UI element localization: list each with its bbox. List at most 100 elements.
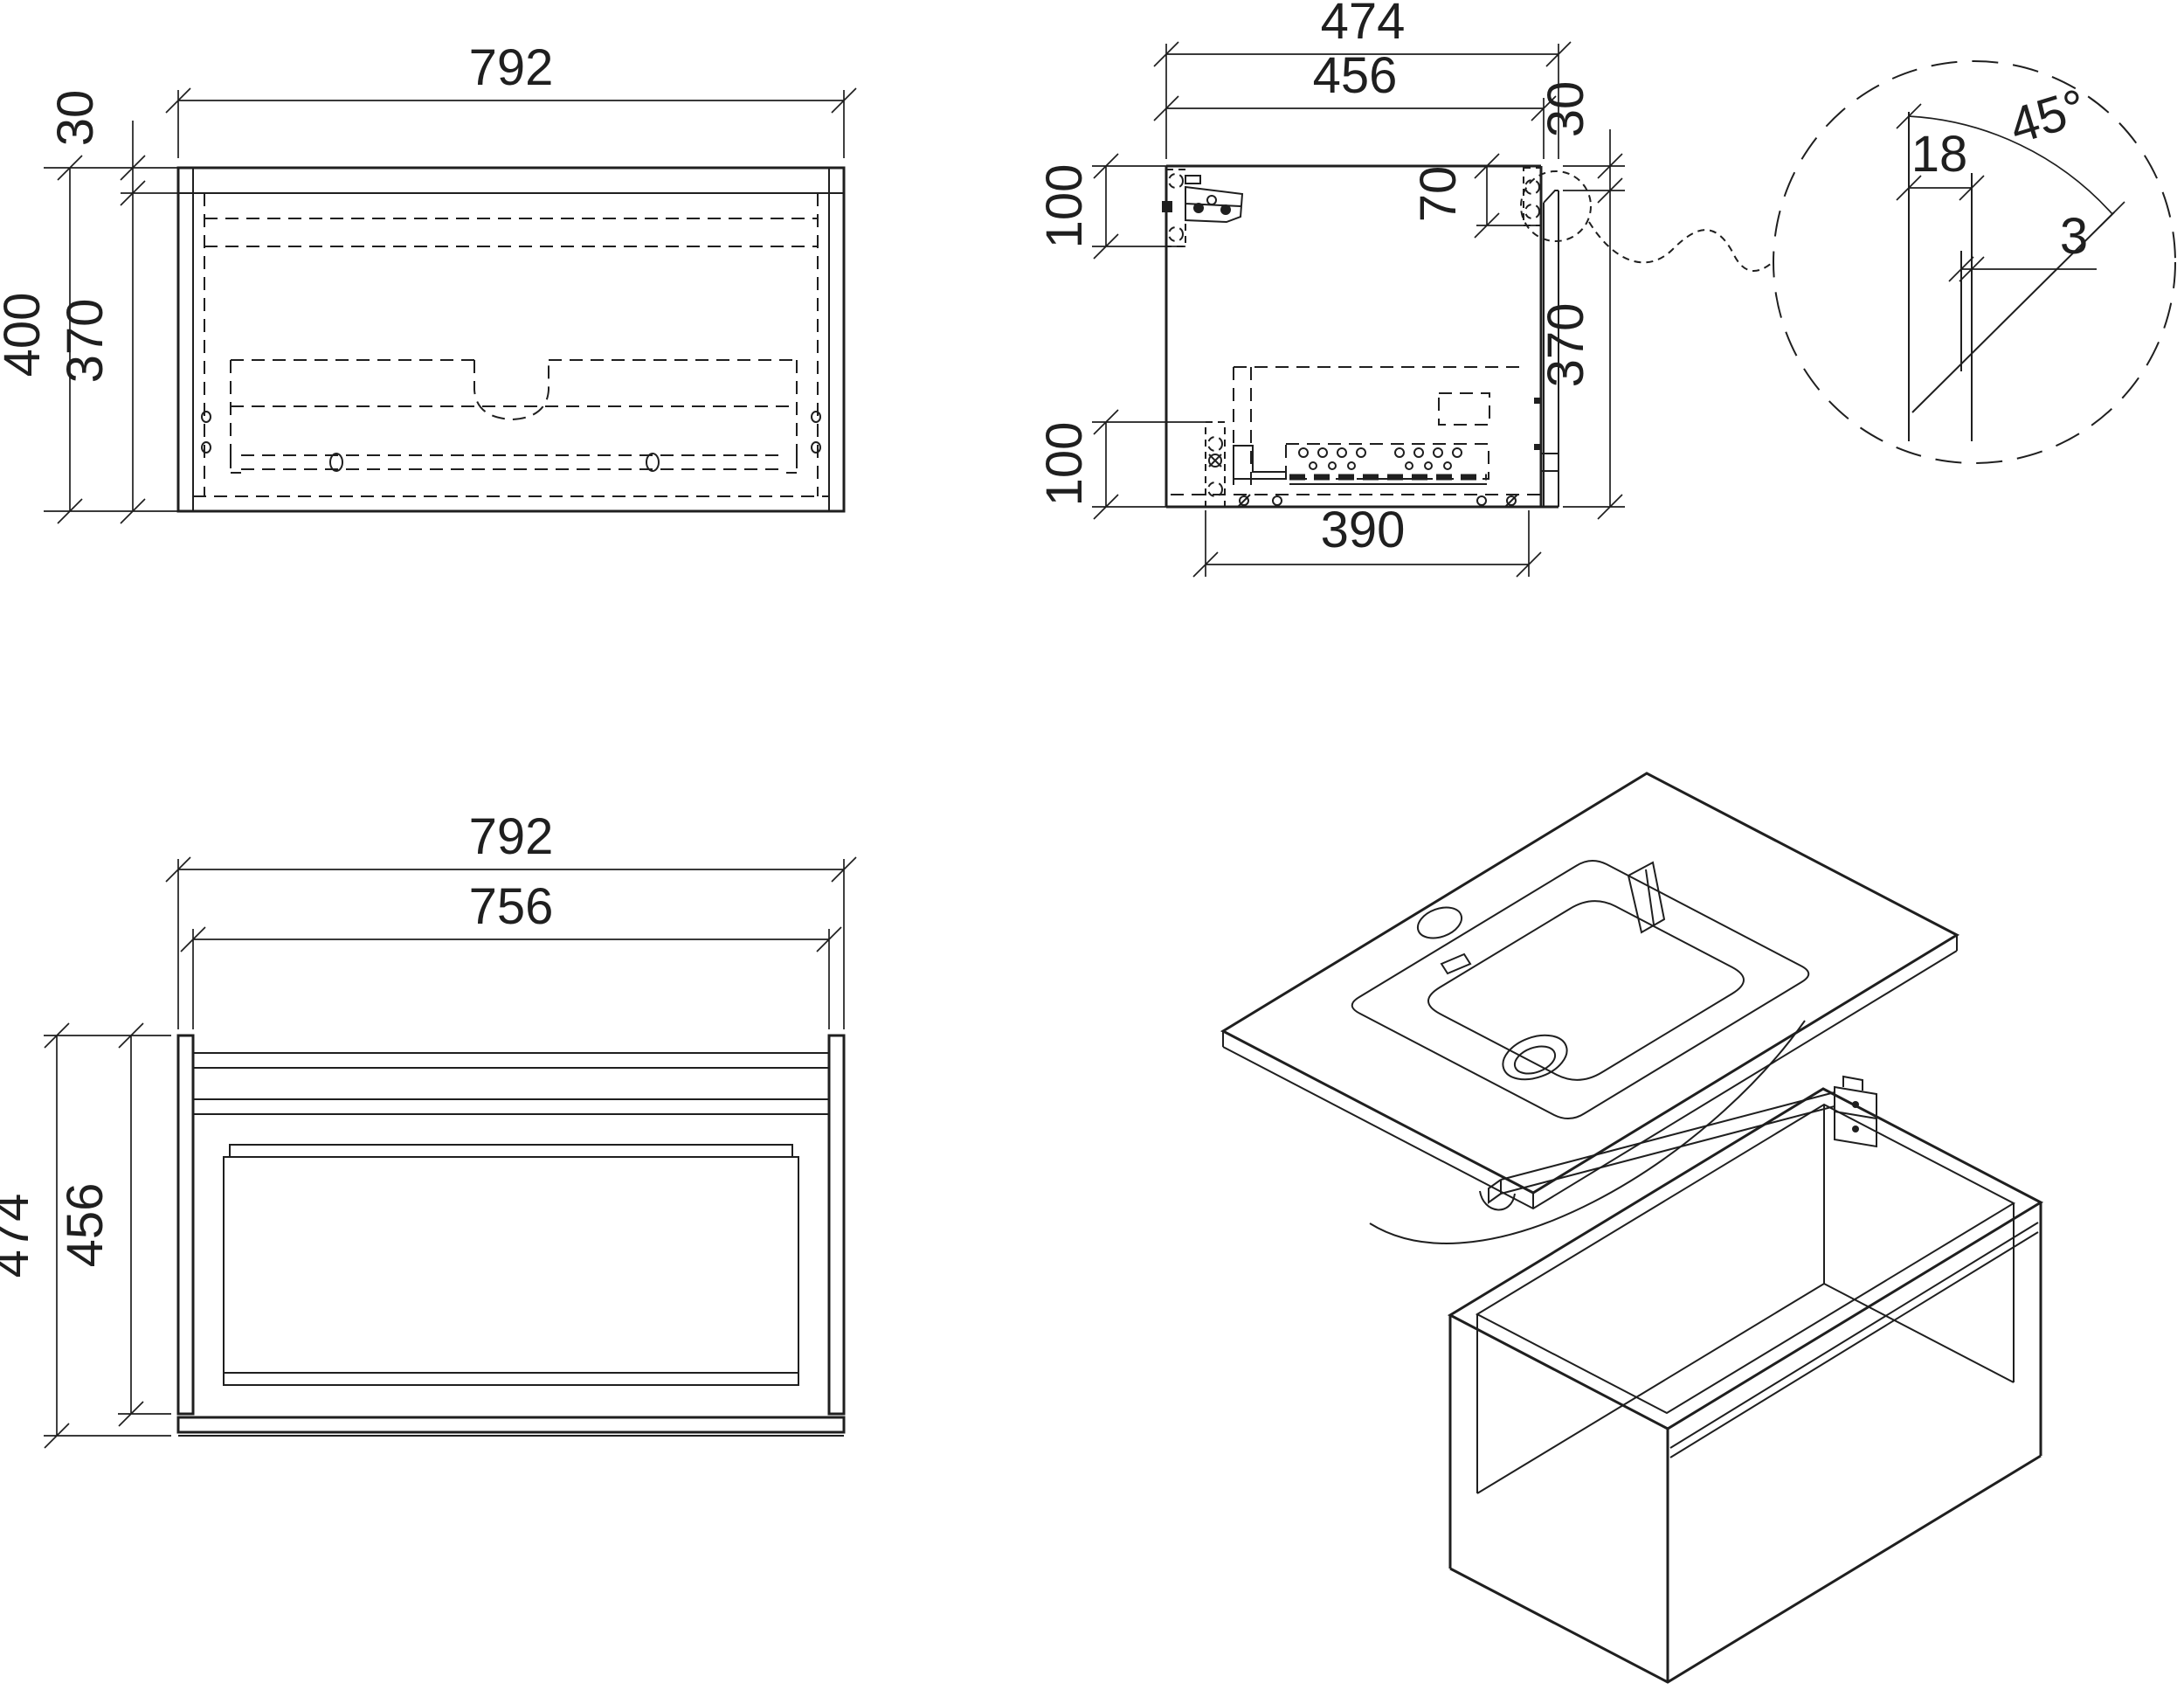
side-bracket-hole-top [1168,173,1184,189]
front-width-label: 792 [469,39,554,96]
side-back-top-label: 100 [1036,164,1093,249]
iso-view [1220,772,2044,1684]
side-rail-mount-hidden [1205,421,1226,508]
side-view: 474 456 30 70 100 100 370 390 [1036,0,1773,578]
front-height-label: 400 [0,293,51,377]
detail-callout-circle [1520,170,1592,242]
side-hanger-bracket [1185,175,1244,224]
side-mount-hole-1 [1207,436,1223,452]
plan-drawer-box [223,1156,799,1386]
detail-angle-arc [1896,103,2125,227]
side-bracket-hole-bottom [1168,226,1184,242]
iso-wall-rail [1488,1091,1835,1204]
detail-angle-label: 45° [2003,78,2093,155]
iso-cabinet-inner-rim [1475,1103,2016,1415]
detail-view: 45° 18 3 [1773,60,2176,464]
plan-front-panel [176,1416,846,1434]
front-fixing-holes [201,411,822,454]
front-view: 792 30 400 370 [0,39,857,524]
side-front-height-label: 370 [1538,303,1594,388]
side-rail-length-label: 390 [1321,502,1406,558]
iso-faucet-boss [1627,861,1666,934]
side-dim-back-bottom [1092,409,1206,520]
side-dim-depth-carcass [1153,95,1557,159]
side-panel-clip-1 [1534,398,1541,404]
plan-side-panel-right [827,1034,846,1416]
iso-drain-inner [1513,1045,1557,1075]
side-bottom-screws [1237,494,1518,508]
detail-leader-squiggle [1588,221,1773,272]
side-dim-back-top [1092,153,1185,260]
front-dim-heights [44,121,193,524]
detail-thickness-label: 18 [1911,126,1968,183]
side-rail-bracket [1233,445,1487,485]
iso-drain-outer [1502,1034,1568,1081]
plan-depth-label: 474 [0,1194,39,1278]
front-drawer-rail-hidden [230,405,798,474]
iso-drawer-front-gap [1669,1222,2039,1458]
detail-flat-label: 3 [2060,208,2088,265]
side-depth-total-label: 474 [1321,0,1406,50]
front-rail-slot-left [329,453,343,472]
side-dowel-hidden [1438,392,1490,426]
front-dim-width [165,87,857,158]
side-carcass-outline [1165,164,1559,509]
plan-dim-width [165,856,857,1029]
plan-inner-width-label: 756 [469,878,554,935]
front-cabinet-outline [176,166,846,513]
side-hanger-screw-2 [1220,204,1231,215]
iso-basin-underside [1369,1020,1806,1244]
side-hanger-screw-1 [1193,203,1204,213]
plan-dim-side-depth [118,1022,171,1427]
side-back-bottom-label: 100 [1036,422,1093,507]
iso-cabinet-interior [1476,1105,2015,1494]
plan-width-label: 792 [469,808,554,865]
side-rail-holes-row1 [1298,447,1463,458]
side-bracket-label: 70 [1410,166,1467,223]
side-mount-screw [1208,454,1223,468]
iso-cabinet-body [1448,1202,2042,1684]
side-wall-tab [1162,201,1172,212]
detail-dim-flat [1948,256,2097,282]
iso-rail-bracket [1834,1075,1877,1148]
plan-side-panel-left [176,1034,195,1416]
side-front-bracket-hidden [1523,167,1542,226]
iso-bracket-screw-2 [1852,1126,1859,1132]
iso-cabinet-top-rim [1447,1087,2044,1430]
iso-basin-bowl [1427,900,1745,1081]
iso-basin-thickness [1222,935,1958,1210]
iso-overflow-slot [1440,952,1472,975]
iso-faucet-hole [1416,906,1463,939]
front-top-rail-label: 30 [47,90,104,147]
iso-basin-rim [1351,860,1810,1119]
side-mount-hole-2 [1207,481,1223,497]
plan-dim-inner-width [180,926,842,1029]
detail-boundary-circle [1773,60,2176,464]
front-drawer-hidden-outline [230,359,798,468]
front-hidden-lines [193,193,829,497]
detail-dim-thickness [1896,175,1985,201]
front-rail-slot-right [646,453,660,472]
side-panel-clip-2 [1534,444,1541,450]
side-depth-carcass-label: 456 [1313,47,1398,104]
plan-back-rails [193,1052,829,1115]
detail-panel-edges [1908,112,2115,441]
front-panel-edges [178,168,844,511]
plan-drawer-back [229,1144,793,1158]
iso-bracket-screw-1 [1852,1101,1859,1108]
side-front-bracket-hole-1 [1524,179,1540,195]
side-rail-holes-row2 [1309,461,1453,470]
side-rail-front-block [1540,453,1559,472]
side-dim-depth-total [1153,41,1572,159]
plan-side-depth-label: 456 [57,1183,114,1268]
front-front-height-label: 370 [57,299,114,384]
side-dim-rail-length [1192,510,1542,578]
side-drawer-hidden [1233,366,1524,486]
plan-view: 792 756 474 456 [0,808,857,1449]
side-hanger-adjuster [1206,195,1217,205]
side-top-rail-label: 30 [1538,81,1594,138]
plan-dim-depth [44,1022,171,1449]
side-front-bracket-hole-2 [1524,204,1540,219]
side-dim-top-rail [1563,129,1625,204]
